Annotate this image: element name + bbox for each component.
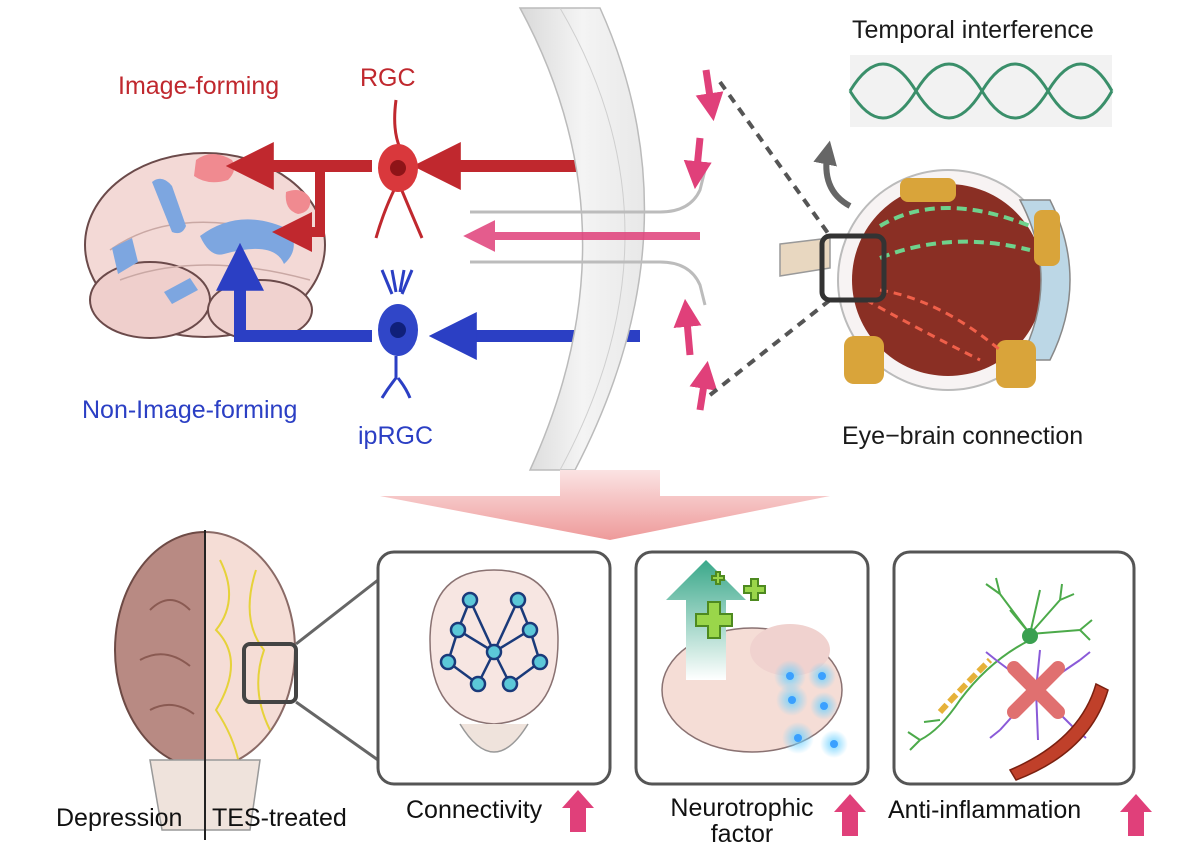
anti-inflammation-panel: [892, 550, 1136, 786]
rgc-label: RGC: [360, 64, 416, 92]
neurotrophic-factor-panel: [634, 550, 870, 786]
neuron-green: [907, 577, 1093, 751]
non-image-forming-label: Non-Image-forming: [82, 396, 298, 424]
brain-region-red-target: [285, 190, 311, 214]
brain-region-visual-cortex: [194, 154, 235, 183]
stimulation-arrow: [813, 140, 852, 209]
depression-label: Depression: [56, 804, 183, 832]
iprgc-neuron: [378, 269, 418, 399]
increase-arrow-anti-inflammation: [1120, 794, 1152, 836]
image-forming-label: Image-forming: [118, 72, 280, 100]
tes-treated-label: TES-treated: [212, 804, 347, 832]
transition-down-arrow: [380, 470, 830, 540]
neurotrophic-factor-label: Neurotrophic factor: [670, 794, 814, 848]
eyeball-illustration: [779, 169, 1071, 391]
retina-callout-dashed-line: [708, 80, 832, 397]
connectivity-panel: [376, 550, 612, 786]
increase-arrow-connectivity: [562, 790, 594, 832]
increase-arrow-neurotrophic: [834, 794, 866, 836]
rgc-neuron: [374, 99, 424, 239]
iprgc-label: ipRGC: [358, 422, 434, 450]
connectivity-label: Connectivity: [406, 796, 543, 824]
anti-inflammation-label: Anti-inflammation: [888, 796, 1082, 824]
temporal-interference-label: Temporal interference: [852, 16, 1094, 44]
brain-comparison-illustration: [114, 530, 379, 840]
retina-signal-arrows: [463, 69, 724, 411]
eye-brain-connection-label: Eye−brain connection: [842, 422, 1084, 450]
plus-icon: [695, 571, 766, 639]
connectivity-network: [439, 591, 549, 693]
temporal-interference-wave: [848, 55, 1114, 127]
optic-nerve: [470, 169, 707, 306]
neurotrophic-particles: [774, 660, 848, 758]
